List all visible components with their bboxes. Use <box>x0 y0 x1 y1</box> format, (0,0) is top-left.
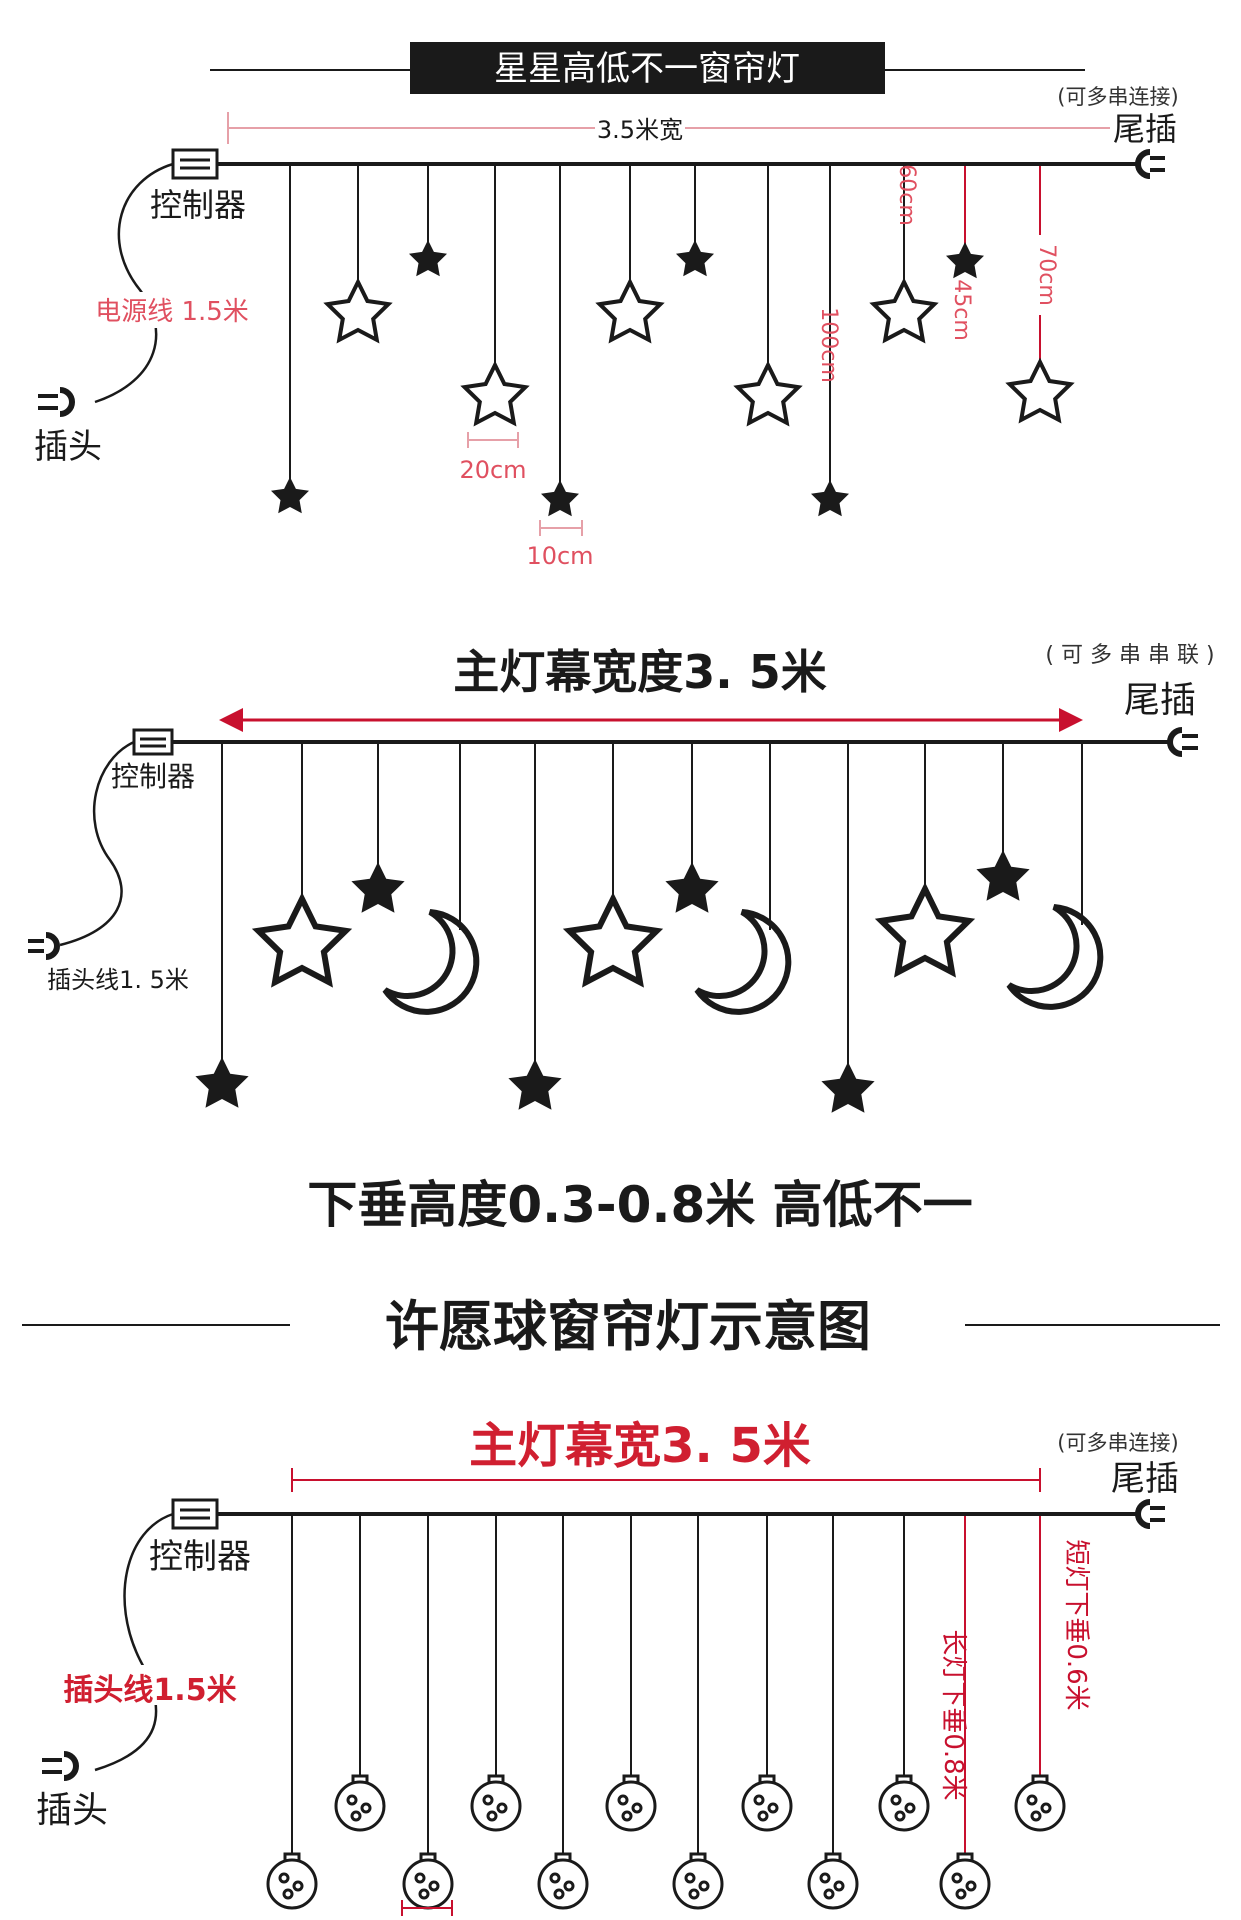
ball-drops <box>291 1516 905 1856</box>
dim-10-marker <box>539 520 583 536</box>
dim-70-label: 70cm <box>1034 244 1059 306</box>
tail-plug-icon <box>1135 149 1165 179</box>
filled-star <box>351 862 405 913</box>
plug-cord <box>59 740 135 947</box>
width-label-bg <box>595 112 685 144</box>
outline-star <box>733 360 803 427</box>
outline-star <box>595 277 665 344</box>
controller-icon <box>132 728 174 756</box>
controller-label: 控制器 <box>149 1537 251 1577</box>
plug-cord-label-bg <box>50 1665 250 1705</box>
outline-star <box>562 892 664 988</box>
tail-plug-label: 尾插 <box>1124 680 1196 721</box>
wish-balls <box>266 1774 1066 1910</box>
plug-cord-label: 插头线1. 5米 <box>47 966 189 994</box>
ball-size-marker <box>401 1900 453 1916</box>
moon <box>694 909 792 1015</box>
tail-plug-label: 尾插 <box>1113 110 1177 148</box>
moon <box>1006 904 1104 1010</box>
wish-ball <box>672 1852 724 1910</box>
plug-icon <box>42 1751 79 1781</box>
width-title: 主灯幕宽度3. 5米 <box>453 645 827 699</box>
star-row-1 <box>271 240 1075 517</box>
filled-star <box>946 242 984 279</box>
filled-star <box>665 862 719 913</box>
filled-star <box>271 477 309 514</box>
section-star-moon-curtain: 主灯幕宽度3. 5米 ( 可 多 串 串 联 ) 尾插 控制器 插头线1. 5米 <box>28 643 1215 1234</box>
wish-ball <box>807 1852 859 1910</box>
section-star-curtain: 星星高低不一窗帘灯 (可多串连接) 尾插 3.5米宽 控制器 电源线 1.5米 <box>34 42 1179 570</box>
wish-ball <box>741 1774 793 1832</box>
filled-star <box>409 240 447 277</box>
controller-label: 控制器 <box>111 760 195 793</box>
series-note: ( 可 多 串 串 联 ) <box>1045 643 1214 668</box>
power-cord <box>94 162 174 404</box>
width-label: 主灯幕宽3. 5米 <box>469 1418 811 1474</box>
power-cord-label: 电源线 1.5米 <box>95 297 249 327</box>
wish-ball <box>1014 1774 1066 1832</box>
star-drops <box>289 166 905 483</box>
filled-star <box>541 480 579 517</box>
filled-star <box>811 480 849 517</box>
power-cord-label-bg <box>80 292 270 328</box>
tail-plug-label: 尾插 <box>1111 1459 1179 1499</box>
section-wish-ball-curtain: 许愿球窗帘灯示意图 主灯幕宽3. 5米 (可多串连接) 尾插 控制器 插头线1.… <box>22 1295 1220 1916</box>
wish-ball <box>939 1852 991 1910</box>
plug-label: 插头 <box>34 427 102 467</box>
moon <box>382 909 480 1015</box>
wish-ball <box>266 1852 318 1910</box>
filled-star <box>508 1059 562 1110</box>
filled-star <box>821 1062 875 1113</box>
wish-ball <box>605 1774 657 1832</box>
plug-label: 插头 <box>36 1790 108 1831</box>
outline-star <box>869 277 939 344</box>
wish-ball <box>470 1774 522 1832</box>
tail-plug-icon <box>1167 727 1198 757</box>
dim-20-marker <box>467 432 519 448</box>
title: 星星高低不一窗帘灯 <box>494 49 800 89</box>
drop-height-caption: 下垂高度0.3-0.8米 高低不一 <box>307 1176 972 1234</box>
star-moon-row <box>195 850 1104 1113</box>
wish-ball <box>334 1774 386 1832</box>
filled-star <box>676 240 714 277</box>
dim-45-label: 45cm <box>949 279 974 341</box>
wish-ball <box>537 1852 589 1910</box>
dim-20-label: 20cm <box>459 456 526 484</box>
dim-70-bg <box>1024 235 1056 315</box>
plug-cord-label: 插头线1.5米 <box>63 1673 236 1708</box>
controller-label: 控制器 <box>150 186 246 224</box>
outline-star <box>1005 357 1075 424</box>
short-drop-label: 短灯下垂0.6米 <box>1061 1539 1091 1710</box>
controller-icon <box>171 1498 219 1530</box>
filled-star <box>195 1057 249 1108</box>
dim-10-label: 10cm <box>526 542 593 570</box>
dim-60-label: 60cm <box>894 164 919 226</box>
series-note: (可多串连接) <box>1057 1431 1178 1455</box>
drop-lines <box>221 744 1083 1065</box>
controller-icon <box>171 148 219 180</box>
width-label: 3.5米宽 <box>597 116 683 144</box>
long-drop-label: 长灯下垂0.8米 <box>938 1629 968 1800</box>
series-note: (可多串连接) <box>1057 85 1178 109</box>
wish-ball <box>402 1852 454 1910</box>
section-heading: 许愿球窗帘灯示意图 <box>385 1295 871 1358</box>
tail-plug-icon <box>1135 1499 1165 1529</box>
outline-star <box>251 892 353 988</box>
plug-icon <box>38 387 75 417</box>
outline-star <box>460 360 530 427</box>
dim-100-label: 100cm <box>816 307 841 383</box>
outline-star <box>323 277 393 344</box>
filled-star <box>976 850 1030 901</box>
wish-ball <box>878 1774 930 1832</box>
title-box <box>410 42 885 94</box>
plug-cord <box>94 1512 174 1772</box>
outline-star <box>874 882 976 978</box>
plug-icon <box>28 932 60 960</box>
